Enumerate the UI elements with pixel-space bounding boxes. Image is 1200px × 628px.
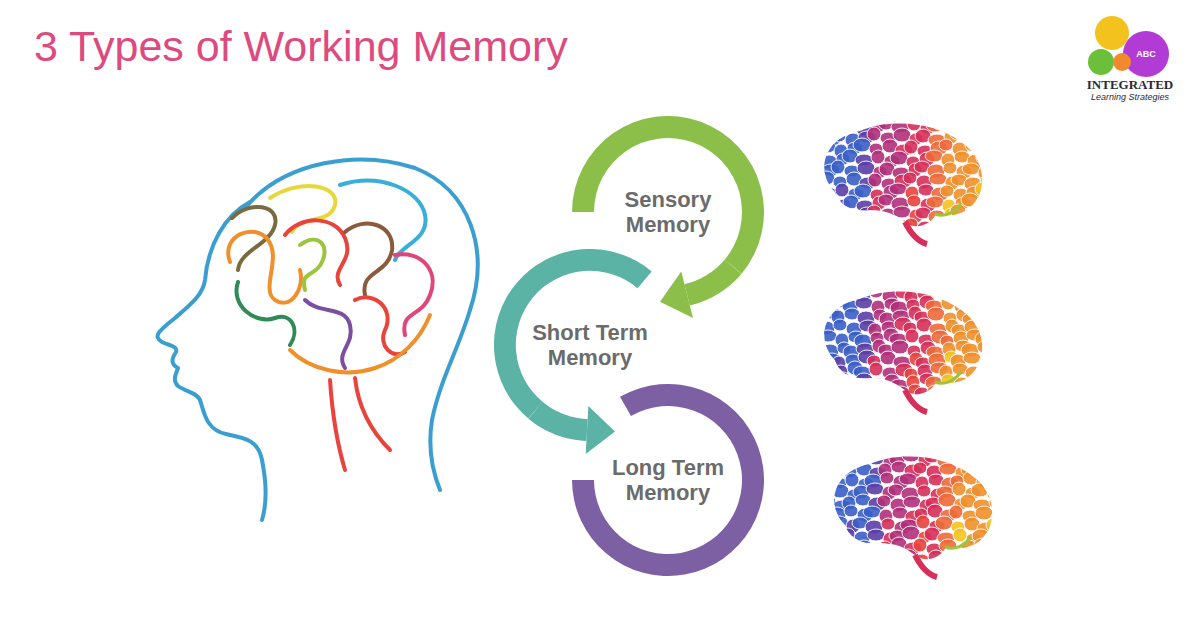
brain-illustration — [816, 449, 1005, 577]
memory-ring: Short Term Memory — [494, 249, 686, 441]
diagram-title: 3 Types of Working Memory — [34, 22, 568, 71]
ring-label: Short Term Memory — [520, 320, 660, 371]
brain-illustrations — [806, 116, 1005, 577]
memory-ring: Sensory Memory — [572, 116, 764, 308]
brain-illustration — [806, 116, 995, 244]
ring-label: Sensory Memory — [598, 187, 738, 238]
ring-label: Long Term Memory — [598, 455, 738, 506]
logo-tagline: Learning Strategies — [1091, 93, 1169, 102]
memory-ring: Long Term Memory — [572, 384, 764, 576]
head-illustration — [158, 160, 478, 520]
logo-symbol — [1088, 16, 1169, 77]
brain-illustration — [806, 284, 995, 412]
logo-name: INTEGRATED — [1087, 78, 1173, 91]
flow-arrow — [535, 406, 615, 454]
flow-arrow — [660, 267, 733, 318]
logo-badge-text: ABC — [1136, 50, 1156, 59]
